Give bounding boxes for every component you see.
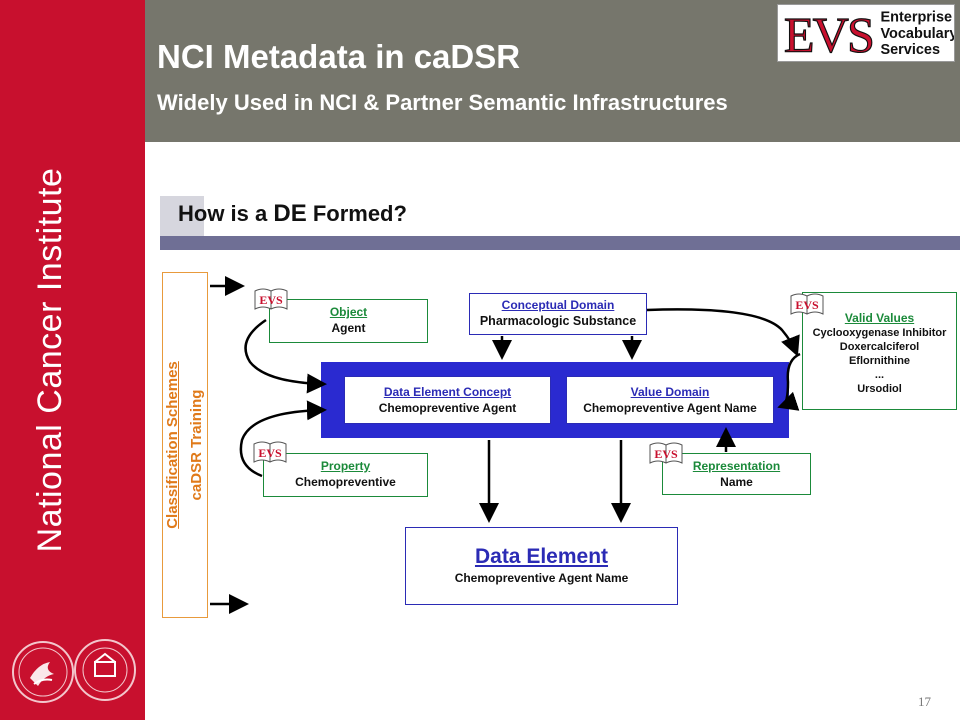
hhs-seal-icon	[12, 641, 74, 703]
header-bar: NCI Metadata in caDSR Widely Used in NCI…	[145, 0, 960, 142]
svg-text:EVS: EVS	[258, 446, 282, 460]
svg-text:EVS: EVS	[654, 447, 678, 461]
page-number: 17	[918, 694, 931, 709]
evs-book-icon: EVS	[649, 442, 683, 464]
svg-text:EVS: EVS	[795, 298, 819, 312]
representation-box: Representation Name	[662, 453, 811, 495]
svg-text:EVS: EVS	[784, 6, 873, 62]
nih-seal-icon	[74, 639, 136, 701]
evs-book-icon: EVS	[790, 293, 824, 315]
left-band: National Cancer Institute	[0, 0, 145, 720]
svg-text:Services: Services	[880, 42, 940, 58]
evs-book-icon: EVS	[254, 288, 288, 310]
classification-schemes-box	[162, 272, 208, 618]
svg-text:Enterprise: Enterprise	[880, 9, 952, 25]
value-domain-box: Value Domain Chemopreventive Agent Name	[566, 376, 774, 424]
svg-text:EVS: EVS	[259, 293, 283, 307]
conceptual-domain-box: Conceptual Domain Pharmacologic Substanc…	[469, 293, 647, 335]
diagram-heading: How is a DE Formed?	[178, 200, 407, 227]
svg-text:Vocabulary: Vocabulary	[880, 26, 955, 42]
heading-rule	[160, 236, 960, 250]
evs-book-icon: EVS	[253, 441, 287, 463]
evs-logo: EVS Enterprise Vocabulary Services	[777, 4, 955, 62]
heading-tab	[160, 196, 204, 238]
object-box: Object Agent	[269, 299, 428, 343]
valid-values-box: Valid Values Cyclooxygenase Inhibitor Do…	[802, 292, 957, 410]
slide-title: NCI Metadata in caDSR	[157, 38, 521, 75]
arrow-cd-to-valid-values	[646, 308, 800, 357]
slide-subtitle: Widely Used in NCI & Partner Semantic In…	[157, 90, 728, 115]
classification-schemes-label: Classification Schemes caDSR Training	[164, 361, 205, 529]
data-element-concept-box: Data Element Concept Chemopreventive Age…	[344, 376, 551, 424]
data-element-box: Data Element Chemopreventive Agent Name	[405, 527, 678, 605]
